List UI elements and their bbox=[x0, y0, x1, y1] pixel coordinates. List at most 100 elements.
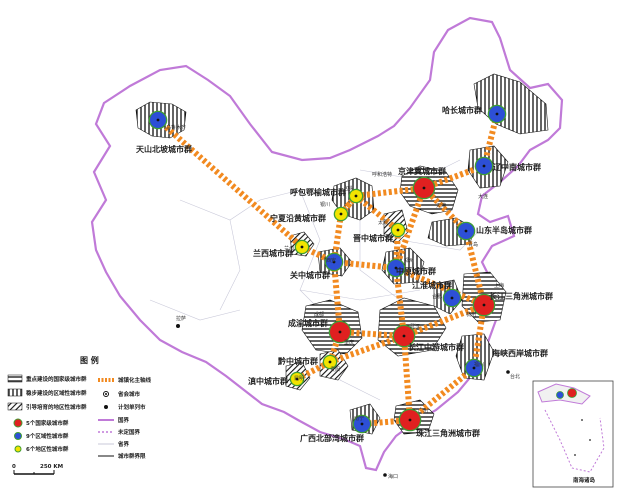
city-taibei: 台北 bbox=[510, 373, 520, 380]
legend-national-dot bbox=[13, 418, 23, 428]
legend-item-1: 重点建设的国家级城市群 bbox=[26, 375, 87, 383]
city-shanghai: 上海 bbox=[494, 282, 504, 289]
axis-segment-guanzhong-zhongyuan bbox=[333, 259, 397, 271]
city-wulumuqi: 乌鲁木齐 bbox=[166, 124, 186, 131]
legend-item-5: 9个区域性城市群 bbox=[26, 432, 69, 440]
axis-segment-zhongyuan-changjiangzhongyou bbox=[393, 267, 407, 337]
marker-core-beibuwan bbox=[360, 422, 364, 426]
cluster-markers bbox=[148, 104, 507, 434]
marker-core-chengyu bbox=[338, 330, 342, 334]
legend-item-6: 6个地区性城市群 bbox=[26, 445, 69, 453]
city-taiyuan: 太原 bbox=[378, 219, 388, 226]
marker-core-changsanjiao bbox=[482, 303, 486, 307]
label-beibuwan: 广西北部湾城市群 bbox=[300, 433, 364, 443]
label-jingjinji: 京津冀城市群 bbox=[398, 166, 446, 176]
legend-plan-city-symbol bbox=[104, 405, 108, 409]
axis-segment-shandong-changsanjiao bbox=[463, 230, 487, 306]
marker-core-changjiangzhongyou bbox=[402, 334, 406, 338]
label-changsanjiao: 长江三角洲城市群 bbox=[489, 291, 553, 301]
marker-core-jingjinji bbox=[422, 186, 426, 190]
city-haikou: 海口 bbox=[388, 473, 398, 480]
label-changjiangzhongyou: 长江中游城市群 bbox=[408, 342, 464, 352]
legend-item-10: 国界 bbox=[118, 416, 130, 424]
legend-regional-dot bbox=[14, 432, 22, 440]
city-lanzhou: 兰州 bbox=[284, 245, 294, 252]
marker-core-jinzhong bbox=[396, 228, 400, 232]
marker-core-zhusanjiao bbox=[408, 418, 412, 422]
scale-bar: 0 250 KM bbox=[12, 464, 63, 475]
label-dianzhong: 滇中城市群 bbox=[248, 376, 288, 386]
axis-segment-chengyu-guanzhong bbox=[331, 261, 343, 333]
marker-core-zhongyuan bbox=[394, 266, 398, 270]
city-kunming: 昆明 bbox=[294, 376, 304, 382]
axis-segment-huhebaoeyu-ningxia bbox=[338, 194, 359, 216]
city-dot-haikou bbox=[383, 473, 387, 477]
label-huhebaoeyu: 呼包鄂榆城市群 bbox=[290, 187, 346, 197]
marker-core-lanxi bbox=[300, 245, 304, 249]
city-tianjin: 天津 bbox=[436, 202, 446, 209]
legend-national-hatch bbox=[7, 374, 23, 383]
label-qianzhong: 黔中城市群 bbox=[277, 356, 318, 366]
city-baotou: 包头 bbox=[344, 185, 354, 192]
scale-distance: 250 KM bbox=[40, 464, 63, 470]
legend-item-3: 引导培育的地区性城市群 bbox=[26, 403, 87, 411]
marker-core-haixi bbox=[472, 366, 476, 370]
marker-core-shandong bbox=[464, 229, 468, 233]
axis-segment-jingjinji-shandong bbox=[421, 185, 469, 234]
marker-core-liaozhongnan bbox=[482, 164, 486, 168]
axis-segment-huhebaoeyu-jingjinji bbox=[355, 185, 425, 199]
city-zhengzhou: 郑州 bbox=[404, 257, 414, 264]
legend-regional-hatch bbox=[7, 388, 23, 397]
label-ningxia: 宁夏沿黄城市群 bbox=[270, 213, 326, 223]
city-chengdu: 成都 bbox=[314, 311, 324, 318]
label-tianshan: 天山北坡城市群 bbox=[136, 144, 192, 154]
city-xian: 西安 bbox=[326, 257, 336, 264]
axis-segment-huhebaoeyu-jinzhong bbox=[354, 193, 400, 233]
label-chengyu: 成渝城市群 bbox=[288, 318, 328, 328]
legend-item-8: 省会城市 bbox=[117, 390, 141, 398]
legend-local-hatch bbox=[7, 402, 23, 411]
label-haixi: 海峡西岸城市群 bbox=[492, 348, 548, 358]
city-dot-taibei bbox=[506, 370, 510, 374]
label-jianghuai: 江淮城市群 bbox=[412, 280, 452, 290]
legend-item-12: 省界 bbox=[117, 440, 130, 448]
label-hachang: 哈长城市群 bbox=[442, 105, 482, 115]
city-points: 拉萨 海口 台北 乌鲁木齐 呼和浩特 包头 银川 太原 天津 大连 青岛 兰州 … bbox=[166, 124, 520, 480]
cluster-labels: 天山北坡城市群 哈长城市群 辽中南城市群 京津冀城市群 呼包鄂榆城市群 宁夏沿黄… bbox=[136, 105, 553, 443]
city-hefei: 合肥 bbox=[432, 293, 442, 300]
axis-segment-zhongyuan-changsanjiao bbox=[394, 265, 486, 308]
city-wuhan: 武汉 bbox=[410, 323, 420, 330]
axis-segment-qianzhong-changjiangzhongyou bbox=[329, 333, 405, 365]
city-hangzhou: 杭州 bbox=[466, 311, 476, 318]
city-dalian: 大连 bbox=[478, 193, 488, 200]
legend-title: 图 例 bbox=[80, 355, 99, 365]
legend-item-13: 城市群界限 bbox=[118, 452, 146, 460]
legend-item-11: 未定国界 bbox=[117, 428, 141, 436]
city-qingdao: 青岛 bbox=[468, 241, 478, 248]
label-zhongyuan: 中原城市群 bbox=[396, 266, 436, 276]
city-chongqing: 重庆 bbox=[344, 339, 354, 346]
city-lasa: 拉萨 bbox=[176, 315, 186, 322]
label-shandong: 山东半岛城市群 bbox=[476, 225, 532, 235]
marker-core-guanzhong bbox=[332, 260, 336, 264]
legend-item-9: 计划单列市 bbox=[118, 403, 146, 411]
city-nanning: 南宁 bbox=[354, 415, 364, 422]
city-fuzhou: 福州 bbox=[474, 361, 484, 368]
marker-core-qianzhong bbox=[328, 360, 332, 364]
city-yinchuan: 银川 bbox=[320, 201, 330, 208]
marker-core-tianshan bbox=[156, 118, 160, 122]
city-dot-lasa bbox=[176, 324, 180, 328]
marker-core-ningxia bbox=[339, 212, 343, 216]
marker-core-hachang bbox=[495, 112, 499, 116]
legend-item-7: 城镇化主轴线 bbox=[118, 376, 152, 384]
inset-label: 南海诸岛 bbox=[573, 476, 596, 484]
city-huhehaote: 呼和浩特 bbox=[372, 171, 392, 178]
scale-zero: 0 bbox=[12, 464, 16, 470]
axis-segment-tianshan-lanxi bbox=[156, 117, 304, 250]
national-border bbox=[90, 16, 564, 472]
marker-core-dianzhong bbox=[295, 377, 299, 381]
axis-segment-haixi-zhusanjiao bbox=[408, 365, 476, 423]
south-china-sea-inset: 南海诸岛 bbox=[532, 380, 614, 488]
